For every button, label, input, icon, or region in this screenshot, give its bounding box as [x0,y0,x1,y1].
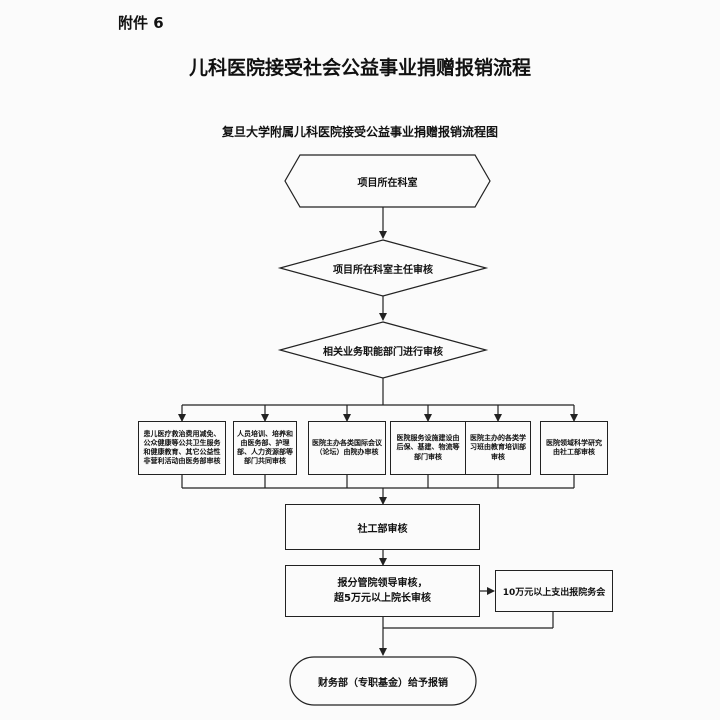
page-title: 儿科医院接受社会公益事业捐赠报销流程 [188,57,531,79]
branch-research: 医院领域科学研究由社工部审核 [540,421,608,475]
start-label: 项目所在科室 [357,177,418,189]
attachment-label: 附件 6 [118,14,164,32]
start-shape [284,154,491,208]
branch-training: 人员培训、培养和由医务部、护理部、人力资源部等部门共同审核 [233,421,297,475]
social-work-review-box: 社工部审核 [285,504,480,550]
branch-medical-affairs: 患儿医疗救治费用减免、公众健康等公共卫生服务和健康教育、其它公益性非营利活动由医… [138,421,226,475]
leader-review-line-1: 报分管院领导审核， [337,578,428,589]
end-shape [289,656,477,706]
branch-education: 医院主办的各类学习班由教育培训部审核 [465,421,531,475]
branch-facilities: 医院服务设施建设由后保、基建、物流等部门审核 [390,421,466,475]
leader-review-box: 报分管院领导审核， 超5万元以上院长审核 [285,565,480,617]
leader-review-line-2: 超5万元以上院长审核 [334,593,431,604]
branch-conference: 医院主办各类国际会议（论坛）由院办审核 [308,421,386,475]
department-review-label: 相关业务职能部门进行审核 [323,346,443,358]
council-report-box: 10万元以上支出报院务会 [495,570,613,612]
finance-reimbursement-label: 财务部（专职基金）给予报销 [318,677,448,689]
flowchart-subtitle: 复旦大学附属儿科医院接受公益事业捐赠报销流程图 [221,125,498,139]
director-review-label: 项目所在科室主任审核 [333,264,433,276]
